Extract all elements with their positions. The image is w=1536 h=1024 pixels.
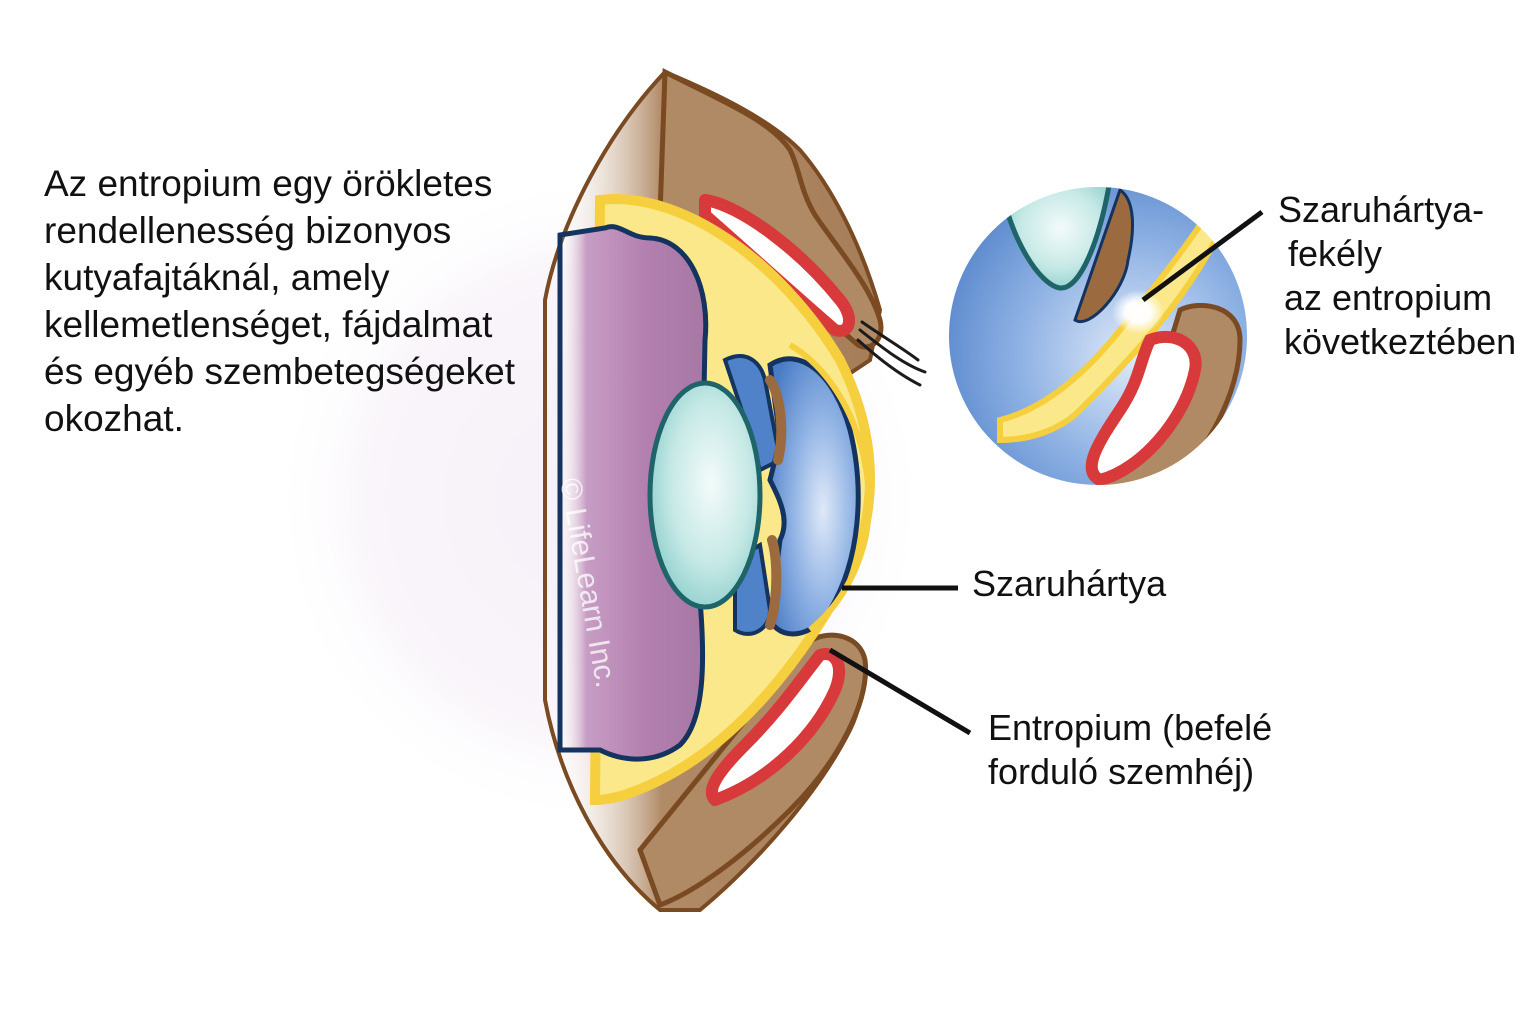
intro-line: rendellenesség bizonyos (44, 210, 452, 251)
ulcer-label-line: Szaruhártya- (1278, 189, 1485, 230)
inset-lens (997, 186, 1113, 291)
entropion-label: Entropium (befelé forduló szemhéj) (988, 706, 1272, 794)
ulcer-label-line: fekély (1288, 233, 1383, 274)
entropion-leader-line (828, 647, 972, 736)
intro-line: és egyéb szembetegségeket (44, 351, 516, 392)
entropion-label-line: forduló szemhéj) (988, 751, 1255, 792)
intro-line: okozhat. (44, 398, 184, 439)
intro-line: kellemetlenséget, fájdalmat (44, 304, 493, 345)
cornea (788, 342, 872, 633)
corneal-ulcer-label: Szaruhártya- fekély az entropium követke… (1278, 188, 1516, 364)
intro-text: Az entropium egy örökletes rendellenessé… (44, 160, 584, 442)
corneal-ulcer-spot (1112, 290, 1164, 334)
ulcer-leader-line (1141, 209, 1264, 303)
lower-conjunctiva (705, 648, 845, 806)
iris-upper (722, 354, 783, 473)
ulcer-label-line: következtében (1284, 321, 1517, 362)
cornea-label: Szaruhártya (972, 563, 1167, 604)
eye-cross-section: © LifeLearn Inc. (543, 67, 927, 912)
inset-iris (1073, 187, 1134, 324)
ulcer-label-line: az entropium (1284, 277, 1493, 318)
inset-conjunctiva (1085, 330, 1202, 486)
lens (647, 380, 763, 610)
iris-pigment (765, 375, 787, 630)
intro-line: kutyafajtáknál, amely (44, 257, 390, 298)
ulcer-zoom-inset (947, 185, 1249, 487)
eyelashes (856, 320, 927, 387)
intro-line: Az entropium egy örökletes (44, 163, 493, 204)
entropion-label-line: Entropium (befelé (988, 707, 1273, 748)
